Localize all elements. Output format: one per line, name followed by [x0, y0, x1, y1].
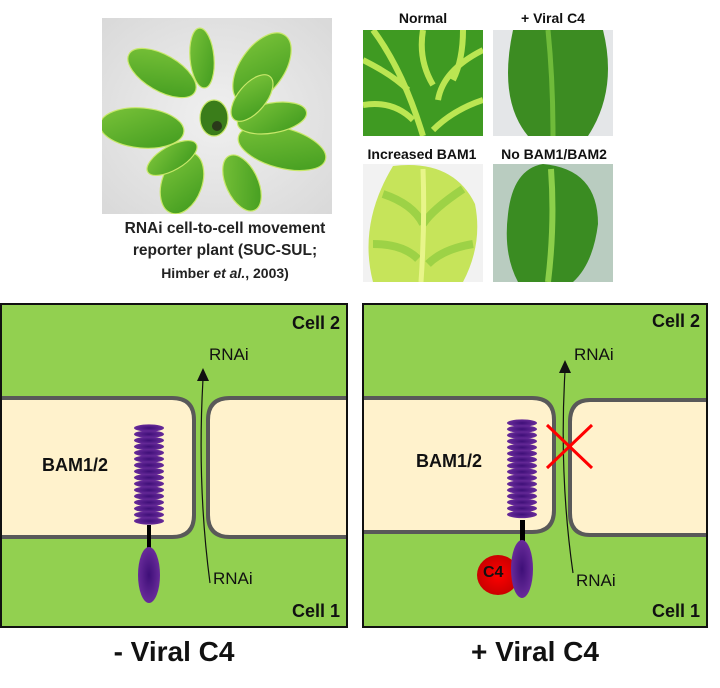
bam-lrr-repeat [134, 424, 164, 432]
bam-extracellular-stack [134, 424, 164, 525]
bam-receptor-label: BAM1/2 [416, 451, 483, 471]
rnai-label-top: RNAi [209, 345, 249, 364]
bam-lrr-repeat [507, 456, 537, 464]
caption-line-3: Himber et al., 2003) [100, 262, 350, 284]
bam-lrr-repeat [507, 492, 537, 500]
rnai-movement-arrow [200, 378, 211, 584]
bam-lrr-repeat [134, 449, 164, 457]
panel-with-c4: Cell 2 Cell 1 RNAi RNAi BAM1/2 C4 [362, 303, 708, 628]
panel-title-without-c4: - Viral C4 [113, 636, 235, 667]
bam-lrr-repeat [507, 504, 537, 512]
leaf-photo-no-bam1-bam2 [493, 164, 613, 282]
leaf-no-bam1-bam2-image [506, 164, 598, 282]
leaf-photo-increased-bam1 [363, 164, 483, 282]
bam-lrr-repeat [134, 430, 164, 438]
cell-diagram-with-c4 [364, 360, 706, 598]
plant-caption: RNAi cell-to-cell movement reporter plan… [100, 218, 350, 284]
cell-2-label: Cell 2 [291, 313, 340, 333]
c4-viral-protein [477, 555, 519, 595]
leaf-photo-viral-c4 [493, 30, 613, 136]
cell-diagram-without-c4 [2, 368, 346, 603]
cell-2-label: Cell 2 [651, 311, 700, 331]
caption-et-al: et al. [213, 265, 246, 281]
caption-line-2: reporter plant (SUC-SUL; [132, 242, 318, 259]
bam-lrr-repeat [134, 467, 164, 475]
rnai-label-top: RNAi [574, 345, 614, 364]
reporter-plant-photo [102, 18, 332, 214]
bam-transmembrane [520, 520, 525, 547]
bam-lrr-repeat [507, 437, 537, 445]
bam-lrr-repeat [134, 461, 164, 469]
leaf-label-normal: Normal [398, 10, 448, 26]
bam-lrr-repeat [507, 486, 537, 494]
rnai-movement-arrow [562, 370, 574, 574]
bam-lrr-repeat [507, 510, 537, 519]
rnai-label-bottom: RNAi [213, 569, 253, 588]
bam-lrr-repeat [507, 480, 537, 488]
leaf-normal-image [363, 30, 483, 136]
panel-without-c4: Cell 2 Cell 1 RNAi RNAi BAM1/2 [0, 303, 348, 628]
c4-label: C4 [483, 564, 504, 581]
bam-kinase-domain [511, 540, 533, 598]
bam-lrr-repeat [134, 511, 164, 519]
bam-lrr-repeat [507, 419, 537, 427]
leaf-photo-normal [363, 30, 483, 136]
bam-lrr-repeat [134, 505, 164, 513]
bam-receptor-label: BAM1/2 [42, 455, 109, 475]
bam-lrr-repeat [507, 431, 537, 439]
bam-lrr-repeat [507, 498, 537, 506]
caption-line-1: RNAi cell-to-cell movement [124, 220, 326, 237]
bam-lrr-repeat [507, 449, 537, 458]
cell-1-label: Cell 1 [291, 601, 340, 621]
plant-rosette-image [102, 18, 332, 214]
bam-lrr-repeat [134, 474, 164, 482]
bam-lrr-repeat [134, 480, 164, 488]
leaf-label-viral-c4: + Viral C4 [521, 10, 585, 26]
bam-extracellular-stack [507, 419, 537, 519]
caption-author: Himber [161, 265, 214, 281]
cell-1-label: Cell 1 [651, 601, 700, 621]
blocked-x-mark [545, 423, 594, 470]
bam-lrr-repeat [134, 498, 164, 506]
leaf-label-increased-bam1: Increased BAM1 [367, 146, 477, 162]
bam-kinase-domain [138, 547, 160, 603]
leaf-label-no-bam1-bam2: No BAM1/BAM2 [501, 146, 607, 162]
bam-lrr-repeat [134, 443, 164, 451]
bam-transmembrane [147, 525, 151, 551]
bam-lrr-repeat [134, 436, 164, 444]
panel-title-with-c4: + Viral C4 [471, 636, 599, 667]
bam-lrr-repeat [507, 474, 537, 482]
bam-lrr-repeat [507, 462, 537, 470]
left-cell-membrane [364, 396, 556, 534]
rnai-label-bottom: RNAi [576, 571, 616, 590]
bam-lrr-repeat [507, 443, 537, 451]
right-cell-membrane [206, 396, 346, 539]
bam-lrr-repeat [507, 468, 537, 476]
caption-year: , 2003) [245, 265, 289, 281]
bam-lrr-repeat [134, 492, 164, 500]
bam-lrr-repeat [134, 455, 164, 463]
bam-lrr-repeat [134, 486, 164, 494]
arrow-head [197, 368, 209, 381]
bam-lrr-repeat [134, 517, 164, 525]
leaf-increased-bam1-image [368, 165, 478, 282]
arrow-head [559, 360, 571, 373]
bam-lrr-repeat [507, 425, 537, 433]
leaf-viral-c4-image [508, 30, 608, 136]
right-cell-membrane [568, 398, 706, 537]
